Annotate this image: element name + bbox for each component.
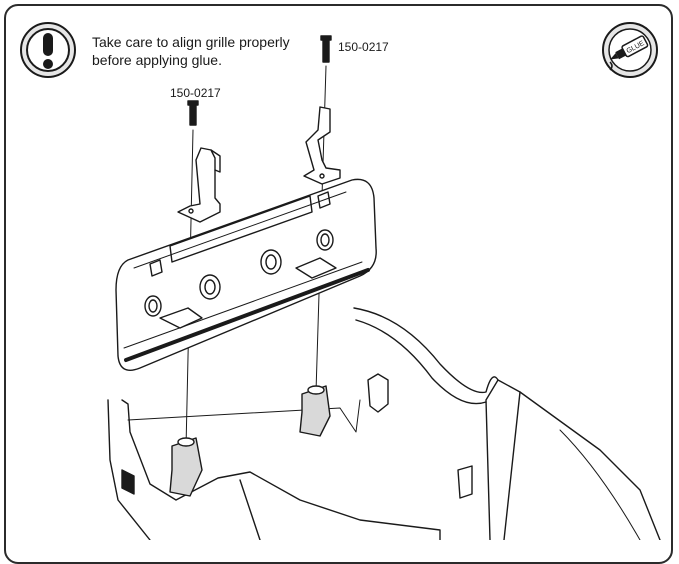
part-number-label-right: 150-0217 bbox=[338, 40, 389, 54]
screw-left bbox=[187, 100, 199, 126]
mounting-bracket-right bbox=[303, 106, 341, 185]
caution-line-2: before applying glue. bbox=[92, 52, 222, 68]
glue-tube-icon: GLUE bbox=[602, 22, 658, 78]
mounting-bracket-left bbox=[177, 147, 221, 223]
grille-panel bbox=[115, 178, 377, 371]
caution-line-1: Take care to align grille properly bbox=[92, 34, 290, 50]
part-number-label-left: 150-0217 bbox=[170, 86, 221, 100]
caution-note: Take care to align grille properly befor… bbox=[92, 33, 290, 69]
exploded-assembly-drawing bbox=[107, 35, 661, 540]
housing-body bbox=[107, 307, 661, 540]
caution-exclamation-icon bbox=[20, 22, 76, 78]
screw-right bbox=[320, 35, 332, 63]
